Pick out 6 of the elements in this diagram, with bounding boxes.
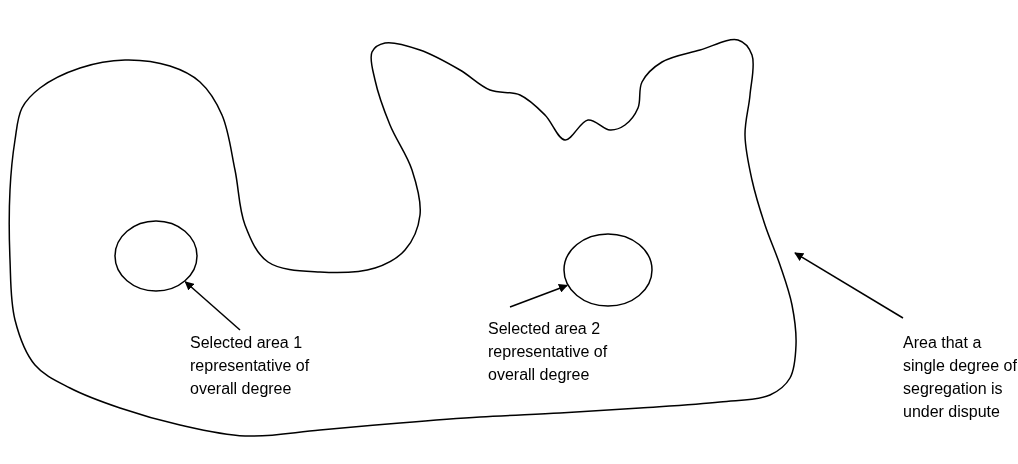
arrow <box>509 284 568 308</box>
annotation-text: Area that a single degree of segregation is under dispute <box>903 333 1018 422</box>
annotation-text: Selected area 2 representative of overall degree <box>488 319 609 385</box>
arrow <box>184 281 241 331</box>
annotation-text: Selected area 1 representative of overall degree <box>190 333 311 399</box>
arrow <box>794 252 904 319</box>
